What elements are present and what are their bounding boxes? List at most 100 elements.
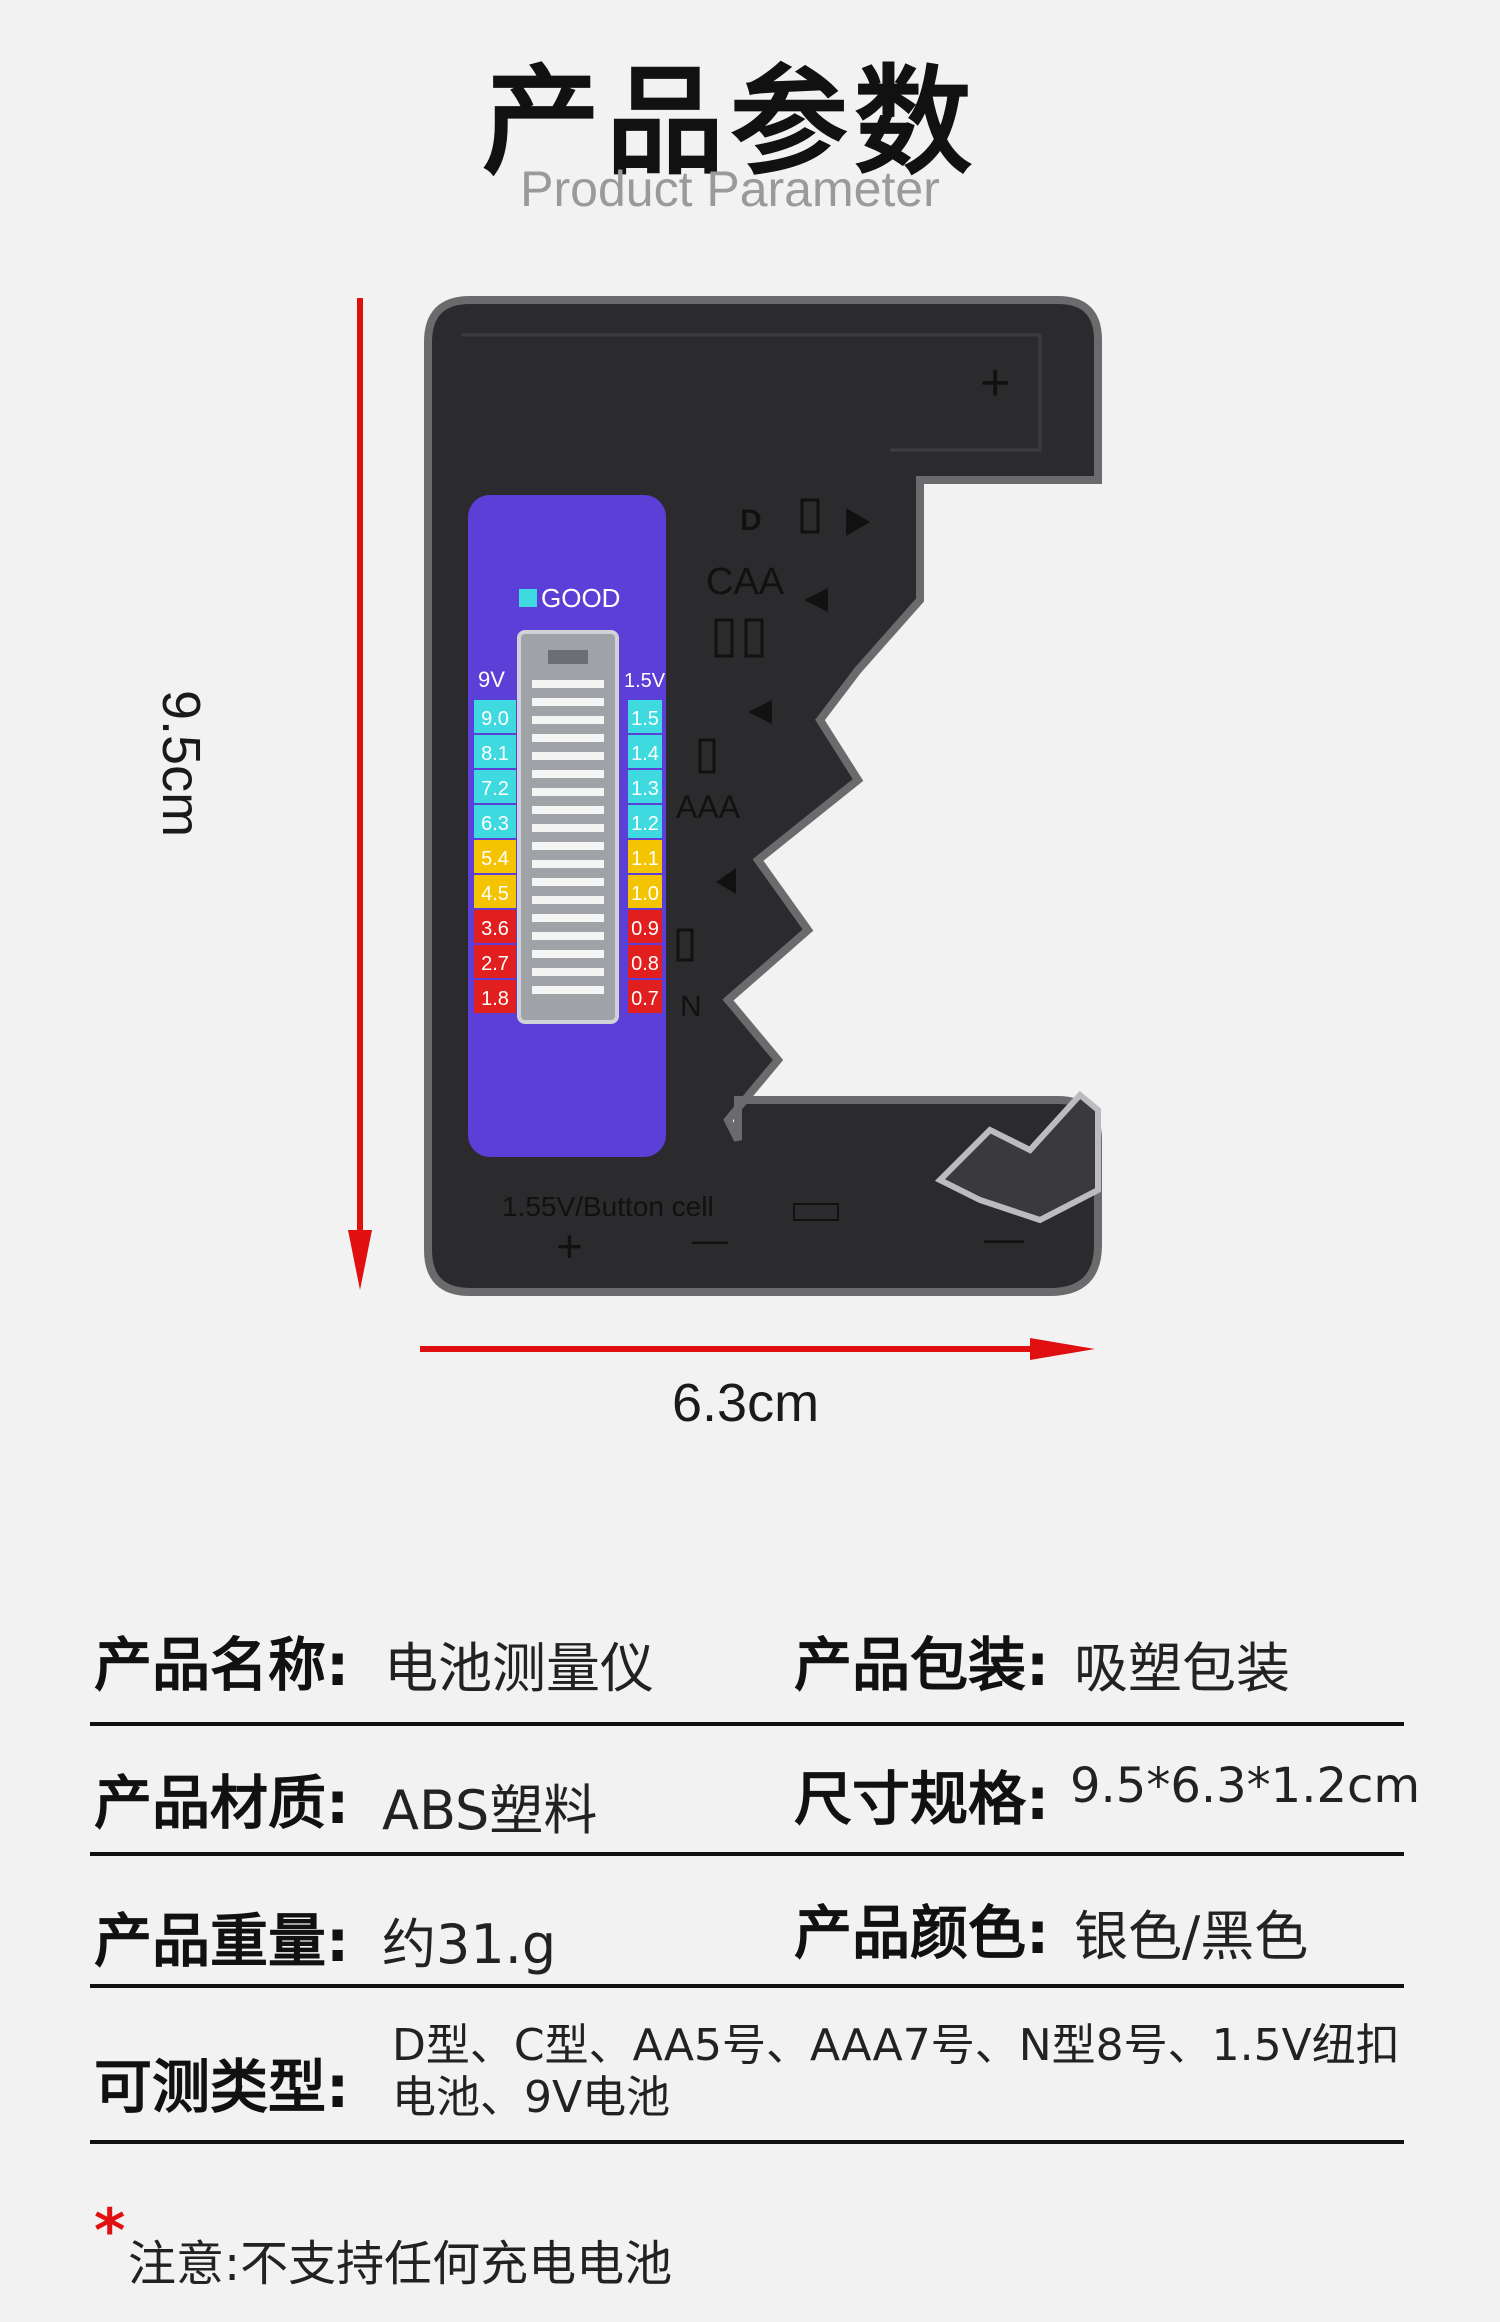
c-battery-icon (714, 618, 734, 658)
battery-segment (532, 860, 604, 868)
right-scale-value: 0.8 (631, 953, 659, 975)
battery-segment (532, 680, 604, 688)
spec-weight-label: 产品重量: (94, 1907, 350, 1975)
left-scale-value: 8.1 (481, 743, 509, 765)
right-scale-cell (628, 805, 662, 838)
button-cell-label: 1.55V/Button cell (502, 1191, 714, 1222)
n-battery-icon (676, 928, 694, 962)
left-scale-cell (474, 840, 516, 873)
battery-segment (532, 752, 604, 760)
right-scale-value: 1.0 (631, 883, 659, 905)
spec-package-value: 吸塑包装 (1074, 1637, 1290, 1700)
battery-segment (532, 842, 604, 850)
battery-segment (532, 986, 604, 994)
right-scale-value: 1.3 (631, 778, 659, 800)
d-battery-icon (800, 498, 820, 534)
right-scale-value: 1.2 (631, 813, 659, 835)
page-title: 产品参数 (481, 53, 978, 191)
minus-sign-right: — (984, 1217, 1024, 1261)
spec-material-value: ABS塑料 (382, 1779, 598, 1842)
battery-segment (532, 878, 604, 886)
left-scale-cell (474, 980, 516, 1013)
spec-types-label: 可测类型: (94, 2053, 350, 2121)
right-scale-cell (628, 910, 662, 943)
spec-package-label: 产品包装: (794, 1631, 1050, 1699)
left-scale-value: 5.4 (481, 848, 509, 870)
arrow-icon (748, 700, 772, 724)
right-scale-value: 1.4 (631, 743, 659, 765)
page-subtitle: Product Parameter (520, 161, 940, 217)
width-dimension-label: 6.3cm (672, 1373, 820, 1433)
spec-color-label: 产品颜色: (794, 1899, 1050, 1967)
battery-segment (532, 806, 604, 814)
arrow-icon (716, 868, 736, 894)
left-scale-cell (474, 770, 516, 803)
spec-color-value: 银色/黑色 (1074, 1905, 1309, 1968)
table-divider (90, 1984, 1404, 1988)
spec-types-value: D型、C型、AA5号、AAA7号、N型8号、1.5V纽扣电池、9V电池 (392, 2020, 1400, 2123)
spec-weight-value: 约31.g (382, 1913, 557, 1976)
right-scale-cell (628, 875, 662, 908)
plus-sign-top: + (980, 354, 1010, 412)
note-text: 注意:不支持任何充电电池 (128, 2236, 673, 2292)
left-scale-value: 2.7 (481, 953, 509, 975)
arrow-icon (846, 508, 870, 536)
battery-segment (532, 914, 604, 922)
left-scale-value: 9.0 (481, 708, 509, 730)
spec-material-label: 产品材质: (94, 1769, 350, 1837)
right-scale-cell (628, 980, 662, 1013)
left-scale-value: 4.5 (481, 883, 509, 905)
left-scale-value: 1.8 (481, 988, 509, 1010)
height-dimension-label: 9.5cm (151, 690, 211, 838)
battery-segment (532, 950, 604, 958)
table-divider (90, 1852, 1404, 1856)
right-scale-value: 0.7 (631, 988, 659, 1010)
plus-sign-bottom: + (556, 1220, 583, 1272)
battery-segment (532, 968, 604, 976)
note-asterisk: * (94, 2196, 126, 2266)
table-divider (90, 1722, 1404, 1726)
left-scale-value: 3.6 (481, 918, 509, 940)
button-cell-icon (793, 1203, 839, 1221)
battery-segment (532, 788, 604, 796)
left-scale-cell (474, 805, 516, 838)
aaa-battery-icon (698, 738, 716, 774)
left-scale-cell (474, 700, 516, 733)
battery-segment (532, 932, 604, 940)
aa-battery-icon (744, 618, 764, 658)
left-scale-cell (474, 735, 516, 768)
table-divider (90, 2140, 1404, 2144)
left-scale-value: 7.2 (481, 778, 509, 800)
good-indicator-square (519, 589, 537, 607)
battery-segment (532, 734, 604, 742)
scale-1-5v-header: 1.5V (624, 670, 666, 692)
battery-segment (532, 824, 604, 832)
minus-sign-bottom: — (692, 1219, 728, 1260)
battery-segment (532, 716, 604, 724)
spec-name-value: 电池测量仪 (384, 1637, 654, 1700)
good-label: GOOD (541, 583, 620, 613)
left-scale-cell (474, 875, 516, 908)
height-dimension-arrow (348, 298, 372, 1290)
right-scale-value: 1.1 (631, 848, 659, 870)
battery-segment (532, 698, 604, 706)
arrow-icon (804, 588, 828, 612)
left-scale-cell (474, 910, 516, 943)
slot-label-aaa: AAA (676, 789, 741, 825)
slot-label-n: N (680, 990, 702, 1023)
left-scale-value: 6.3 (481, 813, 509, 835)
battery-segment (532, 896, 604, 904)
right-scale-value: 1.5 (631, 708, 659, 730)
spec-size-label: 尺寸规格: (794, 1765, 1050, 1833)
right-scale-cell (628, 770, 662, 803)
left-voltage-scale: 9.0 8.1 7.2 6.3 5.4 4.5 3.6 2.7 1.8 (474, 700, 516, 1013)
right-scale-cell (628, 700, 662, 733)
button-cell-clip (934, 1090, 1101, 1224)
spec-name-label: 产品名称: (94, 1631, 350, 1699)
slot-label-d: D (740, 504, 762, 537)
left-scale-cell (474, 945, 516, 978)
right-scale-cell (628, 945, 662, 978)
scale-9v-header: 9V (478, 667, 505, 692)
right-scale-value: 0.9 (631, 918, 659, 940)
battery-tester-figure: GOOD 9V 1.5V 9.0 8.1 7.2 6.3 5.4 4.5 3.6 2.7 1.8… (348, 296, 1102, 1360)
